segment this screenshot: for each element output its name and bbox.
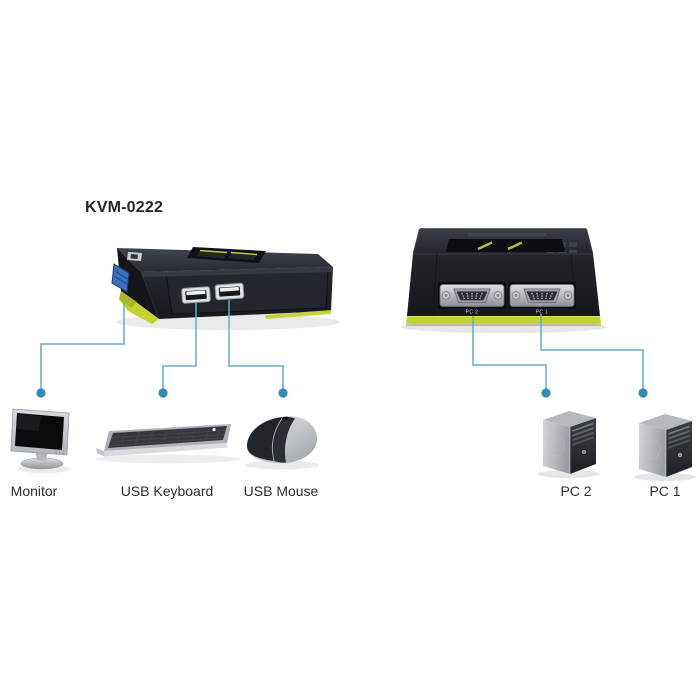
connection-line-monitor (40, 303, 125, 389)
connection-dot-monitor (36, 388, 46, 398)
usb-port-1-icon (181, 286, 211, 304)
indicator-mark-2 (507, 241, 523, 251)
select-button-2-accent (230, 251, 258, 256)
rear-selector-slot (446, 239, 565, 252)
select-button-1-accent (199, 249, 228, 254)
kvm-switch-front-image (111, 247, 340, 330)
pc2-tower-image (537, 410, 601, 479)
usb-mouse-image (245, 416, 319, 470)
pc1-tower-image (633, 413, 697, 482)
usb-keyboard-image (96, 424, 240, 464)
page-title: KVM-0222 (85, 199, 163, 216)
pc2-label: PC 2 (560, 483, 591, 499)
console-vga-port-icon (111, 263, 130, 293)
connection-dot-pc1 (638, 388, 648, 398)
accent-strip-front (265, 310, 331, 319)
vga-port-detail (114, 270, 129, 280)
connection-line-mouse (228, 300, 284, 389)
kvm-switch-rear-image: PC 2 PC 1 (401, 228, 607, 333)
connection-dots (36, 388, 648, 398)
vga-connector-pc2-icon: PC 2 (438, 282, 506, 316)
port-label-pc2: PC 2 (466, 310, 479, 316)
brand-logo-notch (130, 254, 138, 259)
connection-dot-keyboard (158, 388, 168, 398)
rear-seam-left (432, 253, 438, 317)
connection-dot-mouse (278, 388, 288, 398)
front-bevel (141, 267, 333, 277)
connection-dot-pc2 (541, 388, 551, 398)
pc1-label: PC 1 (649, 483, 680, 499)
vga-connector-pc1-icon: PC 1 (508, 282, 576, 316)
top-print (468, 233, 546, 236)
base-shadow-line (406, 324, 601, 327)
vga-port-detail (113, 275, 128, 285)
connection-line-pc1 (540, 314, 644, 389)
monitor-image (10, 408, 70, 473)
connection-line-keyboard (162, 303, 197, 389)
accent-wedge-shade (119, 291, 137, 308)
connection-lines (40, 300, 644, 389)
device-left-face (117, 248, 159, 319)
usb-mouse-label: USB Mouse (244, 483, 319, 499)
usb-keyboard-label: USB Keyboard (121, 483, 214, 499)
port-label-pc1: PC 1 (536, 310, 549, 316)
accent-base-strip (406, 316, 601, 324)
indicator-mark-1 (477, 241, 493, 251)
usb-port-2-icon (214, 282, 245, 301)
connection-line-pc2 (472, 316, 547, 389)
monitor-label: Monitor (11, 483, 58, 499)
